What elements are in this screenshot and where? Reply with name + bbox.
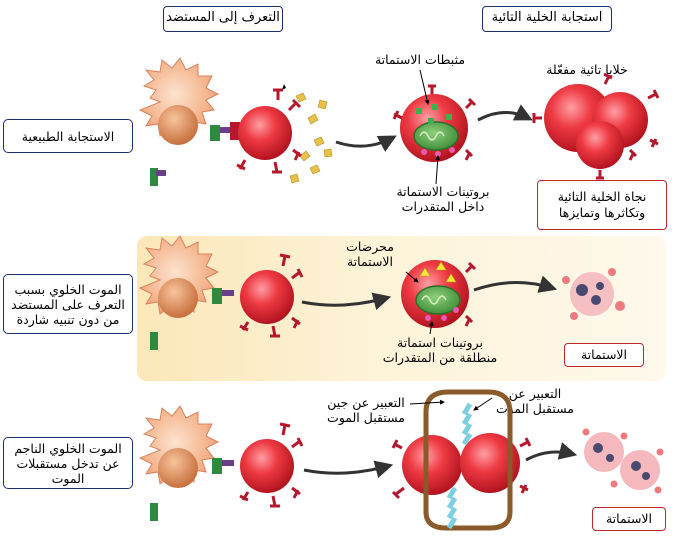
header-antigen-recognition: التعرف إلى المستضد — [163, 6, 283, 32]
t-cell-row2-interior — [401, 260, 477, 328]
apc-row1 — [138, 57, 220, 145]
mhc-tcr-row3 — [150, 458, 234, 521]
apoptotic-cells-row3 — [582, 428, 664, 494]
t-cell-row1-interior — [392, 84, 477, 162]
apoptotic-cell-row2 — [562, 268, 625, 320]
mhc-tcr-row2 — [150, 288, 234, 350]
t-cell-row3 — [239, 422, 304, 508]
activated-t-cells — [532, 72, 660, 180]
t-cell-row1 — [236, 88, 302, 174]
header-t-cell-response: استجابة الخلية التائية — [482, 6, 612, 32]
flow-arrows — [301, 104, 578, 478]
label-apoptosis-inhibitors: مثبطات الاستماتة — [374, 52, 466, 67]
row2-outcome-box: الاستماتة — [564, 343, 644, 367]
t-cells-row3-pair — [391, 389, 532, 531]
row1-label: الاستجابة الطبيعية — [3, 119, 133, 153]
apc-row3 — [138, 405, 220, 488]
label-activated-t-cells: خلايا تائية مفعّلة — [546, 62, 628, 77]
row3-outcome-box: الاستماتة — [592, 507, 666, 531]
apc-row2 — [138, 235, 220, 318]
leader-lines — [405, 69, 493, 411]
t-cell-row2 — [239, 253, 304, 338]
cytokine-particles — [282, 84, 333, 184]
mhc-tcr-row1 — [150, 122, 240, 186]
